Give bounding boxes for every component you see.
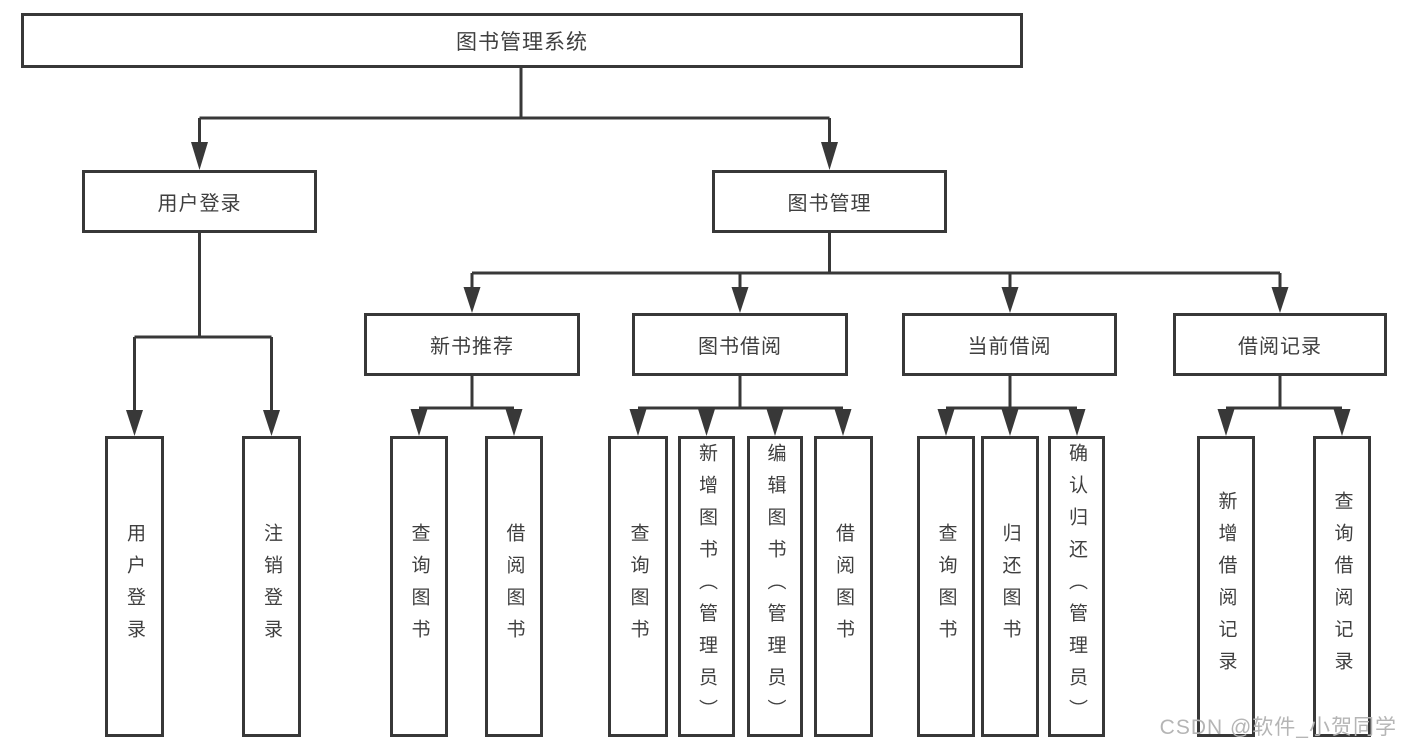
leaf-borrow-book-recommend-label: 借阅图书 <box>503 522 525 651</box>
leaf-query-book-current: 查询图书 <box>917 436 975 737</box>
leaf-borrow-book: 借阅图书 <box>814 436 873 737</box>
leaf-query-book-borrow: 查询图书 <box>608 436 668 737</box>
node-current-borrow: 当前借阅 <box>902 313 1117 376</box>
node-user-login: 用户登录 <box>82 170 317 233</box>
leaf-edit-book-admin-label: 编辑图书（管理员） <box>764 442 786 731</box>
leaf-add-borrow-record: 新增借阅记录 <box>1197 436 1255 737</box>
node-book-management: 图书管理 <box>712 170 947 233</box>
leaf-add-borrow-record-label: 新增借阅记录 <box>1215 490 1237 683</box>
leaf-add-book-admin: 新增图书（管理员） <box>678 436 735 737</box>
leaf-query-book-borrow-label: 查询图书 <box>627 522 649 651</box>
leaf-return-book-label: 归还图书 <box>999 522 1021 651</box>
node-book-management-label: 图书管理 <box>787 193 872 215</box>
node-new-book-recommend: 新书推荐 <box>364 313 580 376</box>
leaf-query-borrow-record-label: 查询借阅记录 <box>1331 490 1353 683</box>
watermark: CSDN @软件_小贺同学 <box>1159 716 1397 739</box>
node-borrow-records-label: 借阅记录 <box>1238 336 1322 358</box>
leaf-logout: 注销登录 <box>242 436 301 737</box>
node-book-borrow: 图书借阅 <box>632 313 848 376</box>
leaf-borrow-book-recommend: 借阅图书 <box>485 436 543 737</box>
leaf-borrow-book-label: 借阅图书 <box>833 522 854 651</box>
leaf-return-book: 归还图书 <box>981 436 1039 737</box>
leaf-confirm-return-admin-label: 确认归还（管理员） <box>1066 442 1087 731</box>
leaf-query-borrow-record: 查询借阅记录 <box>1313 436 1371 737</box>
node-new-book-recommend-label: 新书推荐 <box>430 336 514 358</box>
node-root-library-system: 图书管理系统 <box>21 13 1023 68</box>
leaf-user-login-label: 用户登录 <box>124 522 145 651</box>
node-current-borrow-label: 当前借阅 <box>967 336 1052 358</box>
leaf-logout-label: 注销登录 <box>261 522 282 651</box>
node-user-login-label: 用户登录 <box>157 193 242 215</box>
node-root-label: 图书管理系统 <box>456 30 588 54</box>
leaf-query-book-current-label: 查询图书 <box>935 522 957 651</box>
node-borrow-records: 借阅记录 <box>1173 313 1387 376</box>
leaf-add-book-admin-label: 新增图书（管理员） <box>696 442 717 731</box>
leaf-query-book-recommend: 查询图书 <box>390 436 448 737</box>
leaf-edit-book-admin: 编辑图书（管理员） <box>747 436 803 737</box>
leaf-query-book-recommend-label: 查询图书 <box>408 522 430 651</box>
leaf-user-login: 用户登录 <box>105 436 164 737</box>
leaf-confirm-return-admin: 确认归还（管理员） <box>1048 436 1105 737</box>
node-book-borrow-label: 图书借阅 <box>698 336 782 358</box>
